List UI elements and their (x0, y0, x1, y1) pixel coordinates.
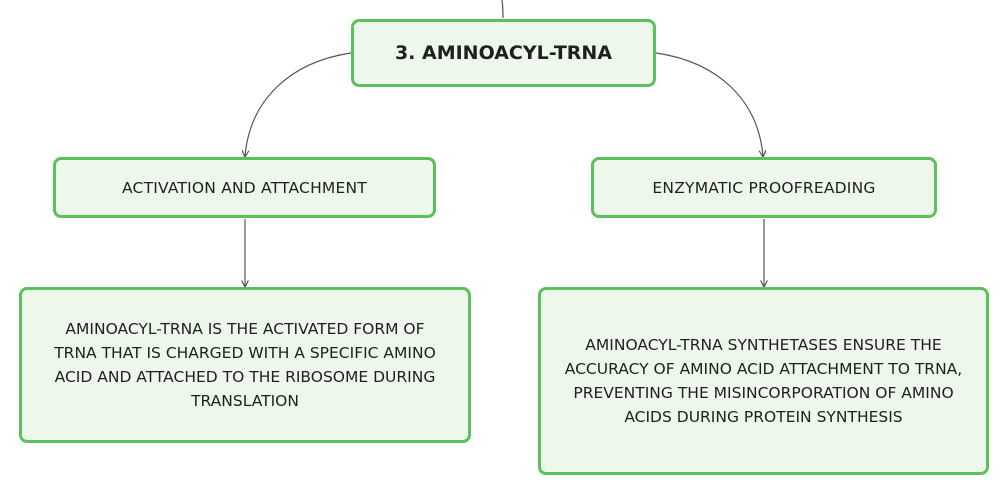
detail-node-text: AMINOACYL-TRNA IS THE ACTIVATED FORM OF … (54, 320, 436, 410)
detail-node-proofreading: AMINOACYL-TRNA SYNTHETASES ENSURE THE AC… (538, 287, 989, 475)
root-to-right-branch-connector (655, 52, 763, 156)
branch-node-proofreading: ENZYMATIC PROOFREADING (591, 157, 937, 218)
detail-node-activation: AMINOACYL-TRNA IS THE ACTIVATED FORM OF … (19, 287, 471, 443)
root-node-label: 3. AMINOACYL-TRNA (394, 42, 613, 64)
root-to-left-branch-connector (245, 52, 352, 156)
root-node: 3. AMINOACYL-TRNA (351, 19, 656, 87)
branch-node-label: ACTIVATION AND ATTACHMENT (122, 178, 367, 197)
incoming-connector (501, 0, 504, 19)
branch-node-activation: ACTIVATION AND ATTACHMENT (53, 157, 436, 218)
detail-node-text: AMINOACYL-TRNA SYNTHETASES ENSURE THE AC… (564, 336, 963, 426)
branch-node-label: ENZYMATIC PROOFREADING (652, 178, 876, 197)
